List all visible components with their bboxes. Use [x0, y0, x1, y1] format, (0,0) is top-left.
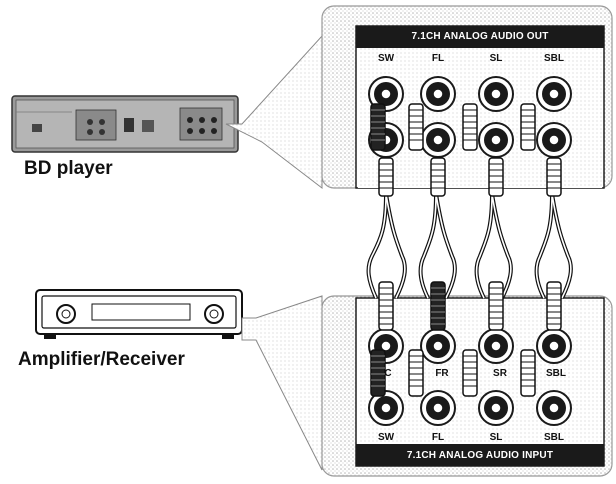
in-plug-sl	[462, 349, 478, 397]
out-plug-fr	[430, 157, 446, 197]
rca-plugs	[370, 103, 562, 397]
in-jack-label-sbl: SBL	[544, 432, 564, 443]
out-jack-label-fl: FL	[431, 53, 445, 64]
out-plug-sbl-lower	[546, 157, 562, 197]
in-jack-label-sw: SW	[377, 432, 395, 443]
in-jack-fl-lower	[420, 390, 456, 426]
in-plug-sw	[370, 349, 386, 397]
in-plug-fl	[408, 349, 424, 397]
out-jack-fr-lower	[420, 122, 456, 158]
in-plug-sbl-lower	[520, 349, 536, 397]
in-jack-label-c: C	[384, 368, 392, 379]
bd-player-label: BD player	[24, 158, 113, 179]
out-jack-sbl-upper	[536, 76, 572, 112]
out-plug-c	[378, 157, 394, 197]
out-plug-fl	[408, 103, 424, 151]
out-jack-sl-upper	[478, 76, 514, 112]
amplifier-label: Amplifier/Receiver	[18, 349, 185, 370]
in-plug-fr	[430, 281, 446, 331]
in-plug-sbl	[546, 281, 562, 331]
in-jack-label-fr: FR	[435, 368, 449, 379]
out-jack-label-sl: SL	[489, 53, 503, 64]
out-plug-sbl	[520, 103, 536, 151]
in-jack-sw-lower	[368, 390, 404, 426]
in-jack-sl-lower	[478, 390, 514, 426]
input-panel-title: 7.1CH ANALOG AUDIO INPUT	[406, 450, 554, 461]
out-plug-sw	[370, 103, 386, 151]
out-jack-label-sw: SW	[377, 53, 395, 64]
out-plug-sl	[462, 103, 478, 151]
out-jack-sr-lower	[478, 122, 514, 158]
output-panel-title: 7.1CH ANALOG AUDIO OUT	[411, 31, 549, 42]
in-jack-sbl-lower	[536, 390, 572, 426]
in-jack-label-sr: SR	[493, 368, 507, 379]
amplifier-illustration	[35, 289, 243, 339]
amp-zoom-callout	[241, 295, 323, 471]
out-jack-sw-upper	[368, 76, 404, 112]
out-jack-label-sbl: SBL	[544, 53, 564, 64]
in-jack-label-sl: SL	[489, 432, 503, 443]
in-jack-sbl-upper	[536, 328, 572, 364]
in-jack-label-fl: FL	[431, 432, 445, 443]
in-jack-fr-upper	[420, 328, 456, 364]
out-jack-fl-upper	[420, 76, 456, 112]
in-plug-c	[378, 281, 394, 331]
out-jack-sbl2-lower	[536, 122, 572, 158]
bd-zoom-callout	[225, 34, 323, 190]
out-plug-sr	[488, 157, 504, 197]
in-plug-sr	[488, 281, 504, 331]
in-jack-label-sbl-upper: SBL	[546, 368, 566, 379]
in-jack-sr-upper	[478, 328, 514, 364]
bd-player-illustration	[11, 95, 239, 153]
